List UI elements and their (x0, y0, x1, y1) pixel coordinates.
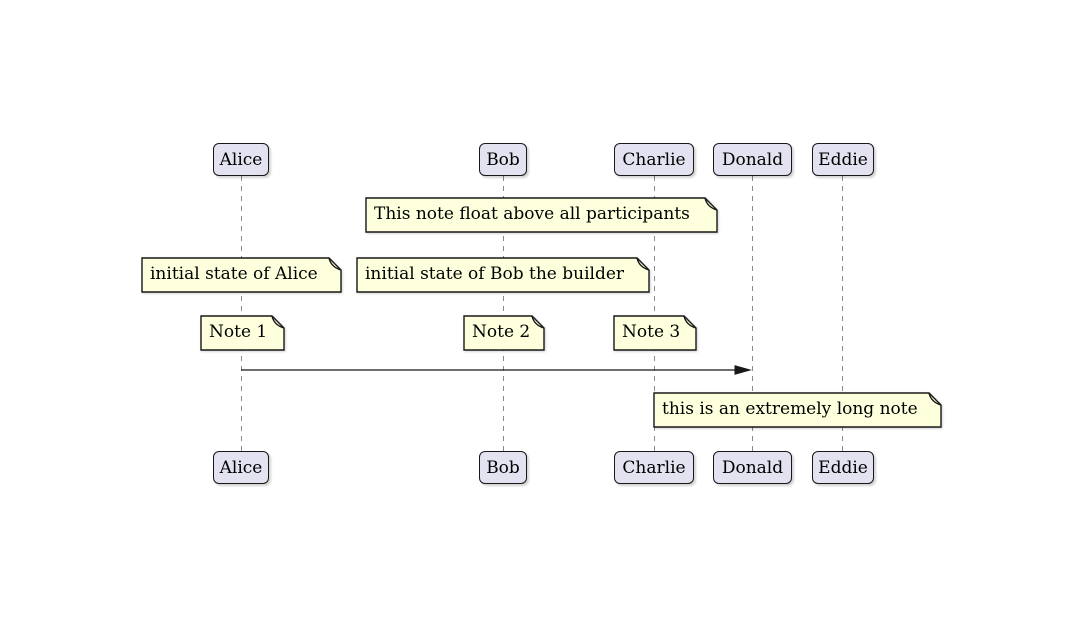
note-1: Note 1 (200, 315, 285, 351)
note-text: initial state of Alice (150, 264, 318, 284)
participant-top-bob: Bob (479, 143, 527, 176)
lifeline-bob (503, 176, 504, 451)
note-initial-alice: initial state of Alice (141, 257, 342, 293)
note-shape-icon (356, 257, 650, 293)
participant-bottom-bob: Bob (479, 451, 527, 484)
participant-bottom-donald: Donald (713, 451, 792, 484)
note-3: Note 3 (613, 315, 697, 351)
note-text: Note 3 (622, 322, 681, 342)
note-text: This note float above all participants (374, 204, 690, 224)
participant-label: Donald (721, 457, 784, 478)
note-shape-icon (653, 392, 942, 428)
lifeline-charlie (654, 176, 655, 451)
participant-label: Bob (486, 149, 520, 170)
participant-label: Alice (219, 457, 263, 478)
note-shape-icon (141, 257, 342, 293)
note-text: Note 1 (209, 322, 268, 342)
note-text: this is an extremely long note (662, 399, 918, 419)
note-shape-icon (613, 315, 697, 351)
participant-label: Bob (486, 457, 520, 478)
participant-top-charlie: Charlie (614, 143, 694, 176)
note-initial-bob: initial state of Bob the builder (356, 257, 650, 293)
participant-label: Eddie (818, 149, 868, 170)
note-floating: This note float above all participants (365, 197, 718, 233)
participant-top-eddie: Eddie (812, 143, 874, 176)
note-text: Note 2 (472, 322, 531, 342)
note-2: Note 2 (463, 315, 545, 351)
participant-label: Donald (721, 149, 784, 170)
note-shape-icon (365, 197, 718, 233)
participant-top-donald: Donald (713, 143, 792, 176)
message-arrow (241, 365, 752, 375)
participant-label: Eddie (818, 457, 868, 478)
note-shape-icon (463, 315, 545, 351)
note-long: this is an extremely long note (653, 392, 942, 428)
lifeline-alice (241, 176, 242, 451)
participant-label: Charlie (622, 457, 686, 478)
participant-label: Alice (219, 149, 263, 170)
participant-top-alice: Alice (213, 143, 269, 176)
participant-bottom-charlie: Charlie (614, 451, 694, 484)
participant-bottom-alice: Alice (213, 451, 269, 484)
note-shape-icon (200, 315, 285, 351)
lifeline-donald (752, 176, 753, 451)
participant-bottom-eddie: Eddie (812, 451, 874, 484)
lifeline-eddie (842, 176, 843, 451)
note-text: initial state of Bob the builder (365, 264, 625, 284)
participant-label: Charlie (622, 149, 686, 170)
